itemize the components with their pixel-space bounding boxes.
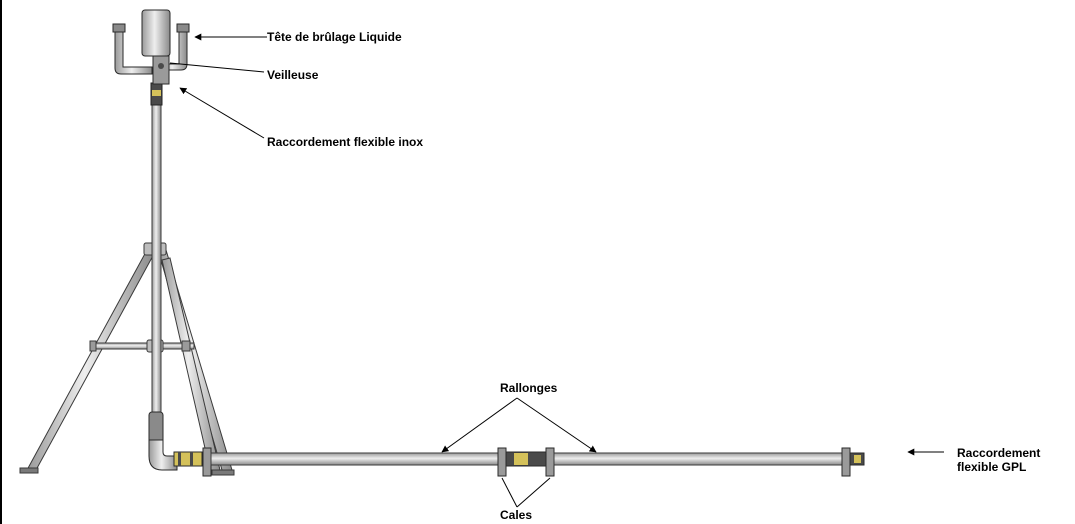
extension-pipe-2 — [553, 452, 843, 466]
arrow-wedge-right — [516, 477, 551, 508]
burner-head — [112, 9, 190, 85]
tripod-left-leg — [26, 249, 156, 471]
label-burner-head: Tête de brûlage Liquide — [267, 30, 402, 44]
mast — [148, 104, 178, 471]
arrow-pilot — [169, 62, 265, 73]
annotation-arrows — [169, 33, 944, 508]
label-extensions: Rallonges — [500, 381, 558, 395]
wedge-2 — [545, 447, 555, 477]
wedge-1 — [497, 447, 507, 477]
tripod-crossbar — [91, 342, 195, 350]
end-flange — [841, 447, 851, 477]
flange-1 — [202, 447, 212, 477]
label-gpl-line1: Raccordement — [957, 446, 1041, 460]
arrow-wedge-left — [501, 477, 518, 508]
right-foot — [211, 469, 235, 476]
left-foot — [19, 467, 39, 474]
arrow-extension-right — [516, 397, 597, 453]
crossbar-left-end — [89, 340, 97, 352]
extension-pipe-1 — [210, 452, 502, 466]
mast-pipe — [151, 104, 162, 416]
crossbar-right-end — [181, 340, 191, 352]
arrow-flex-inox — [179, 87, 265, 139]
tripod — [19, 242, 235, 476]
elbow — [148, 439, 178, 471]
burner-cylinder — [141, 9, 171, 57]
mast-lower-fitting — [148, 411, 164, 445]
label-wedges: Cales — [500, 508, 533, 522]
tripod-right-leg-2 — [161, 257, 221, 471]
burner-left-arm — [114, 27, 153, 75]
label-pilot: Veilleuse — [267, 68, 319, 82]
label-gpl-line2: flexible GPL — [957, 460, 1027, 474]
label-flex-inox: Raccordement flexible inox — [267, 135, 424, 149]
pilot-block — [152, 55, 170, 85]
arrow-extension-left — [441, 397, 518, 453]
flex-inox-connector — [150, 82, 163, 106]
horizontal-line — [173, 447, 865, 477]
